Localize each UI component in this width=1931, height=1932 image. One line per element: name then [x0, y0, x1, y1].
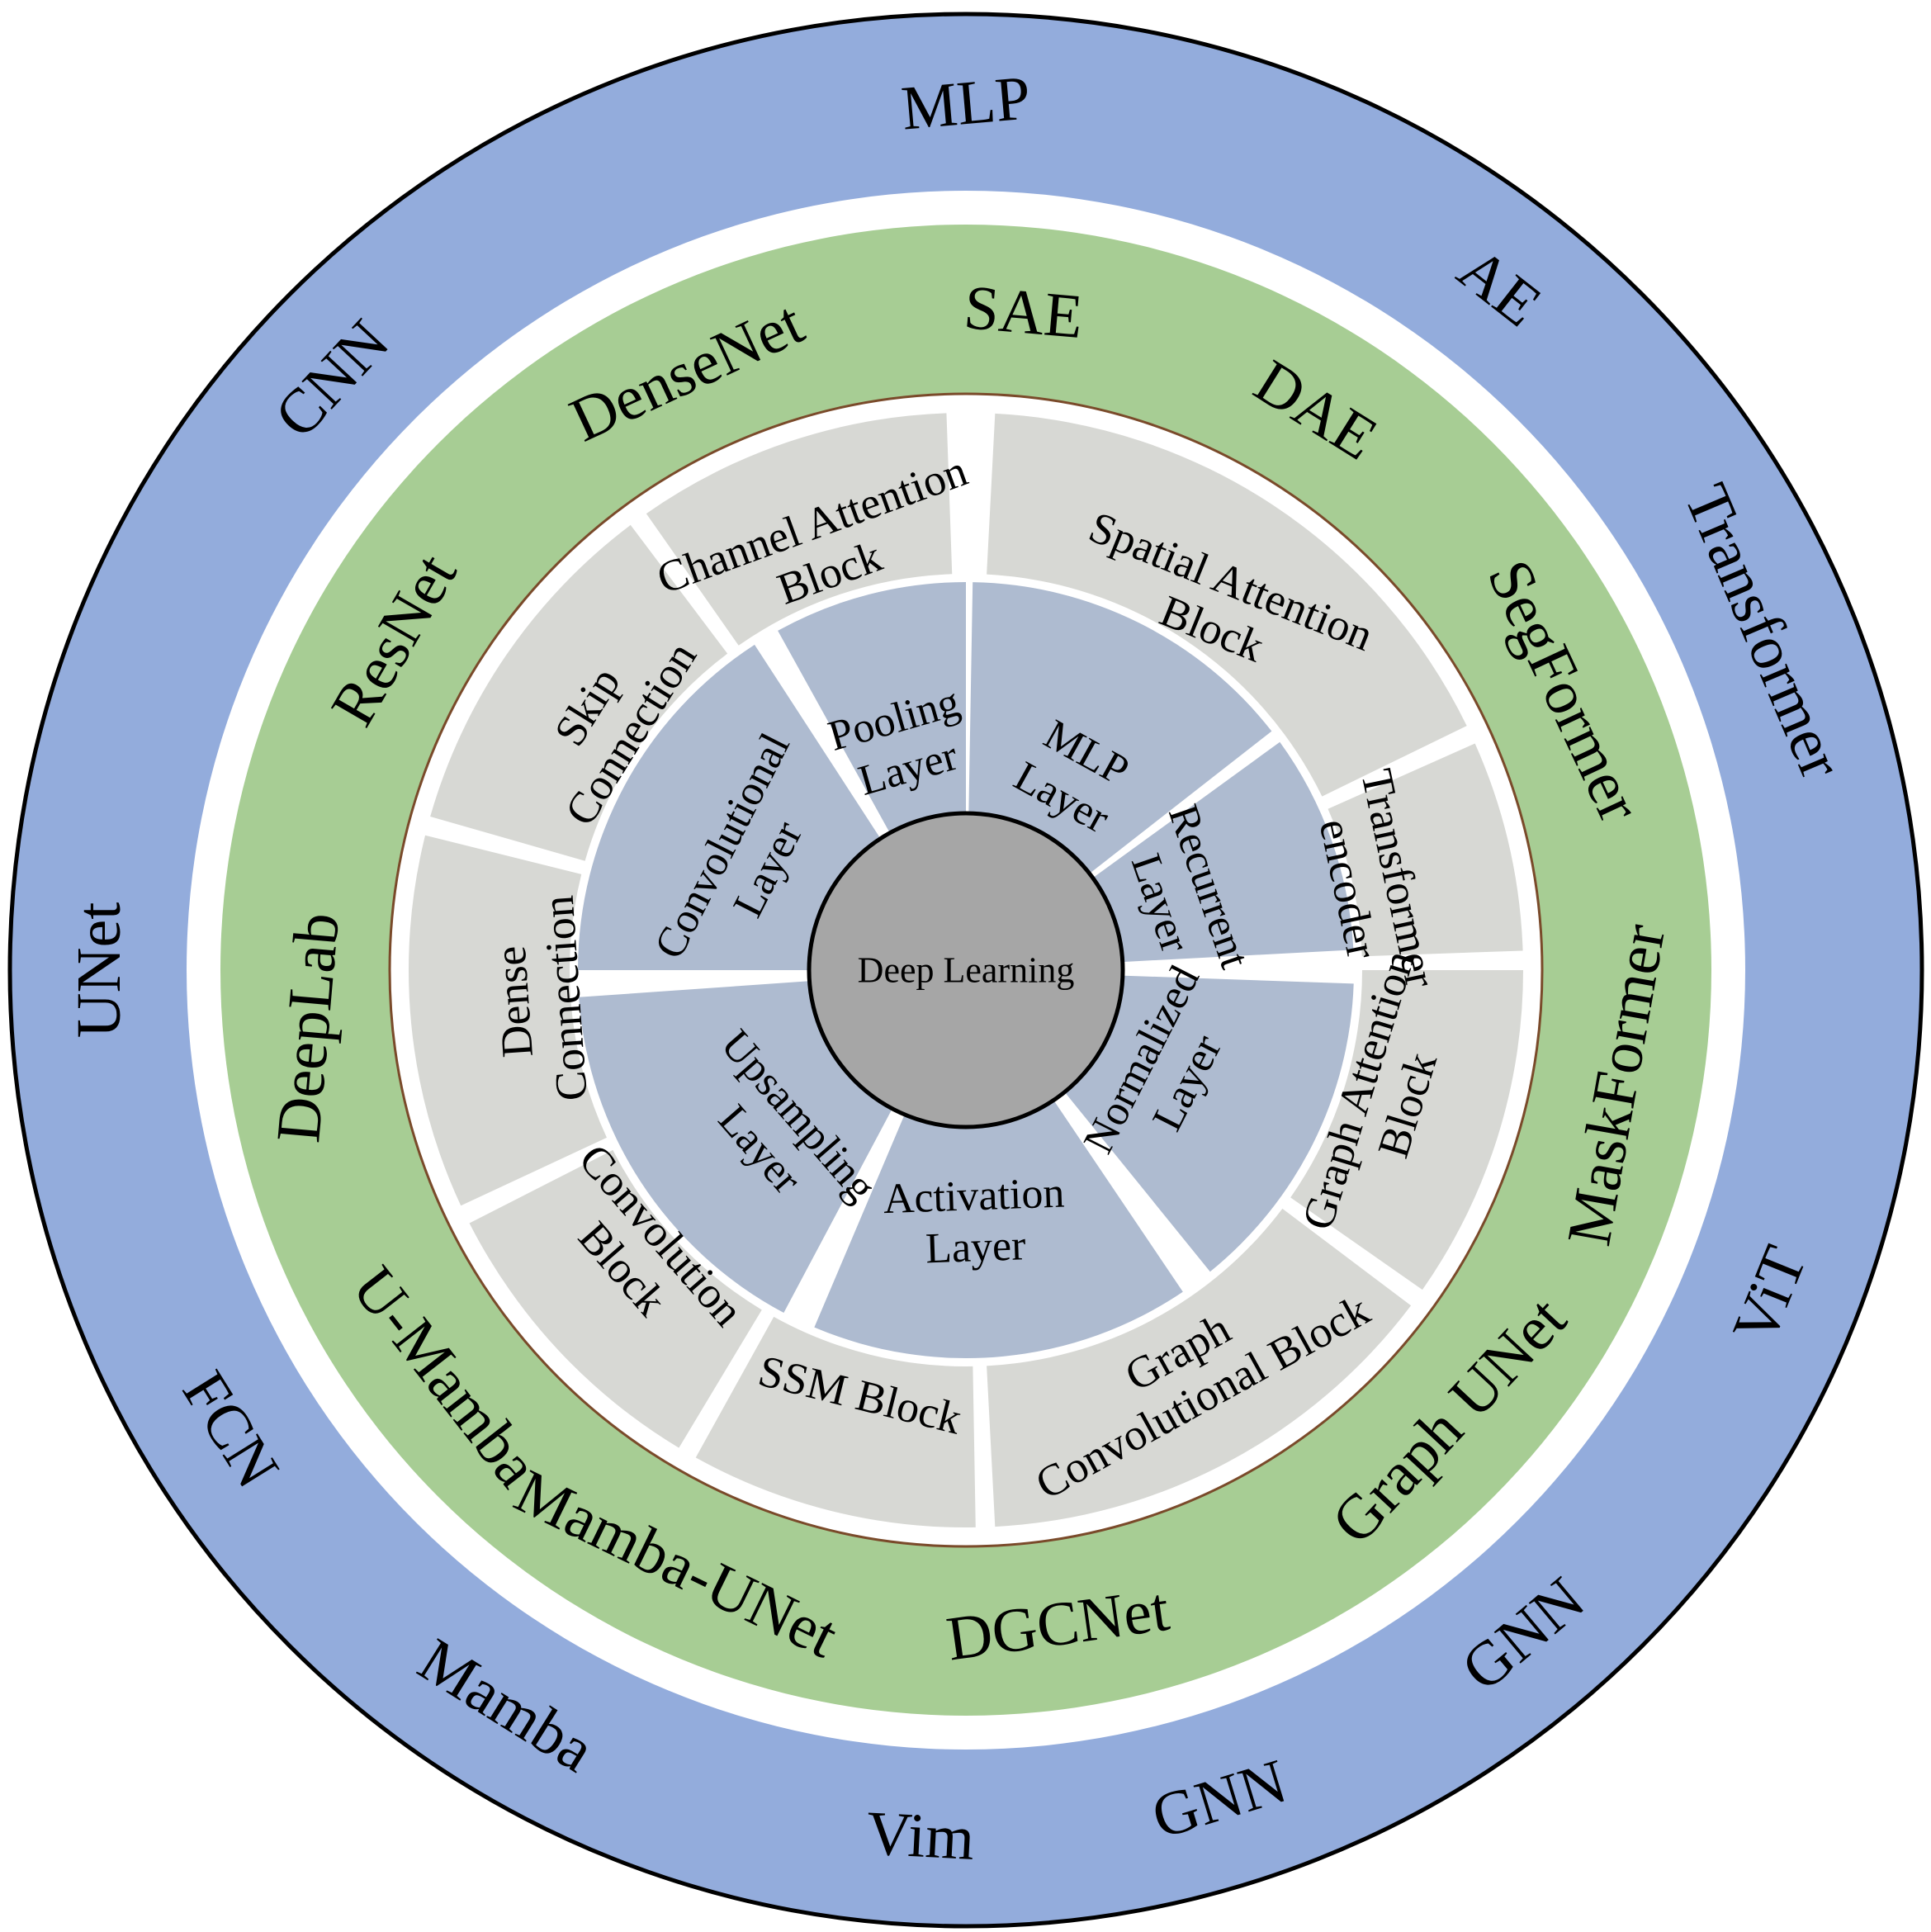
- family-label-text: MLP: [898, 63, 1033, 143]
- block-sector-convolution: [469, 1149, 762, 1448]
- block-sector-graph-convolutional: [987, 1208, 1412, 1527]
- block-sector-ssm: [695, 1316, 976, 1528]
- family-label-text: Vim: [865, 1798, 977, 1873]
- block-sector-transformer-encoder: [1328, 743, 1523, 957]
- family-label-mlp: MLP: [898, 63, 1033, 143]
- layer-sector-convolutional-layer: [578, 644, 883, 970]
- family-label-vim: Vim: [865, 1798, 977, 1873]
- block-sector-graph-attention: [1290, 970, 1523, 1290]
- block-sector-skip-connection: [430, 524, 728, 861]
- sectors-layer: [409, 413, 1523, 1528]
- center-label: Deep Learning: [858, 950, 1075, 991]
- layer-label-line: Layer: [925, 1222, 1026, 1272]
- layer-sector-mlp-layer: [968, 582, 1272, 877]
- center-circle: [807, 811, 1125, 1129]
- layer-label-line: Activation: [883, 1170, 1065, 1224]
- layer-sector-activation-layer: [814, 1096, 1183, 1358]
- family-label-unet: UNet: [64, 902, 134, 1039]
- layer-sector-normalized-layer: [1062, 975, 1354, 1272]
- model-label-text: SAE: [962, 272, 1086, 352]
- block-sector-dense-connection: [409, 835, 607, 1206]
- model-label-sae: SAE: [962, 272, 1086, 352]
- family-label-text: UNet: [64, 902, 134, 1039]
- layer-sector-recurrent-layer: [1089, 741, 1354, 963]
- block-label-line: Dense: [485, 945, 542, 1059]
- block-sector-spatial-attention: [987, 413, 1467, 797]
- block-sector-channel-attention: [646, 413, 953, 646]
- layer-sector-pooling-layer: [778, 582, 966, 837]
- layer-sector-upsampling-layer: [579, 980, 895, 1313]
- center-group: Deep Learning: [807, 811, 1125, 1129]
